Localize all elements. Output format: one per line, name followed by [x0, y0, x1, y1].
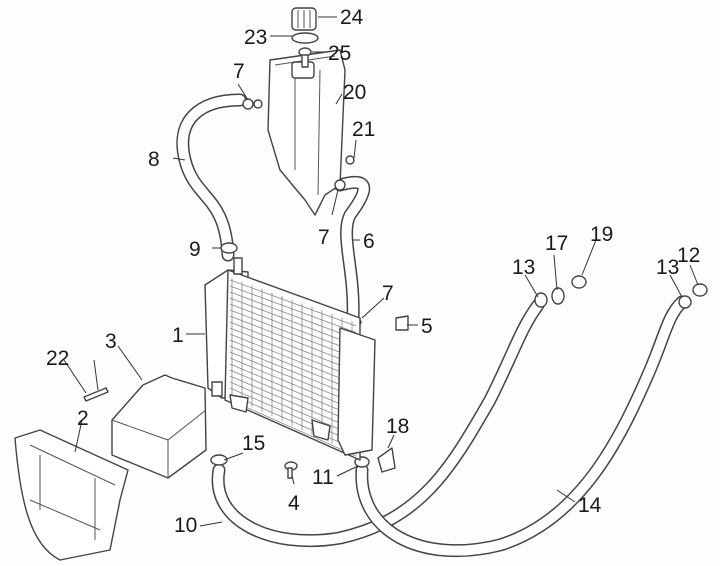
radiator-fin: [229, 369, 357, 424]
callout-3: 3: [105, 330, 117, 353]
hose-14: [355, 295, 689, 558]
callout-8: 8: [148, 148, 160, 171]
expansion-tank: [267, 49, 346, 216]
callout-14: 14: [578, 494, 602, 517]
callout-20: 21: [352, 118, 375, 141]
cap-seal-ring: [291, 32, 319, 44]
callout-7: 7: [233, 60, 245, 83]
callout-18: 19: [590, 223, 613, 246]
radiator-fin: [229, 333, 357, 385]
callout-21: 22: [46, 347, 69, 370]
radiator-fin: [229, 357, 357, 411]
radiator-fin: [229, 309, 357, 359]
radiator-fin: [229, 297, 357, 346]
callout-9: 9: [189, 238, 201, 261]
radiator-fin: [229, 285, 357, 333]
screw-spring: [83, 387, 109, 402]
hose-6: [333, 175, 371, 325]
radiator-fin: [229, 339, 357, 392]
callout-15: 15: [242, 432, 265, 455]
callout-5: 5: [421, 315, 433, 338]
callout-15: 17: [545, 232, 568, 255]
callout-19: 20: [343, 81, 366, 104]
radiator-fin: [229, 279, 357, 327]
hose-10: [211, 298, 545, 548]
cover-2: [14, 429, 129, 561]
callout-13: 13: [512, 256, 535, 279]
leader-lines: [63, 16, 699, 527]
callout-12: 12: [677, 244, 700, 267]
radiator-fin: [229, 351, 357, 405]
callout-4: 4: [288, 492, 300, 515]
callout-7: 7: [382, 282, 394, 305]
callout-23: 24: [340, 6, 364, 29]
radiator-fin: [229, 315, 357, 366]
radiator-fin: [229, 303, 357, 353]
radiator: [204, 257, 376, 461]
callout-1: 1: [172, 324, 184, 347]
radiator-fin: [229, 381, 357, 437]
bracket-3: [111, 374, 207, 479]
callout-17: 18: [386, 415, 409, 438]
radiator-fin: [229, 387, 357, 444]
radiator-inlet: [233, 257, 243, 275]
radiator-fin: [229, 375, 357, 431]
hose-8: [176, 93, 247, 262]
callout-6: 6: [363, 230, 375, 253]
radiator-fin: [229, 291, 357, 340]
bolt-4: [284, 461, 298, 479]
radiator-fin: [229, 321, 357, 372]
radiator-fin: [229, 399, 357, 457]
radiator-fin: [229, 327, 357, 379]
radiator-fin: [229, 363, 357, 418]
tank-cap: [291, 7, 317, 31]
tank-nipple: [298, 47, 312, 68]
radiator-fin: [229, 393, 357, 450]
callout-13: 13: [656, 256, 679, 279]
radiator-fin: [229, 345, 357, 398]
callout-22: 23: [244, 26, 267, 49]
callout-11: 11: [312, 466, 334, 489]
callout-24: 25: [328, 42, 351, 65]
callout-10: 10: [174, 514, 197, 537]
callout-7: 7: [318, 226, 330, 249]
callout-2: 2: [77, 407, 89, 430]
